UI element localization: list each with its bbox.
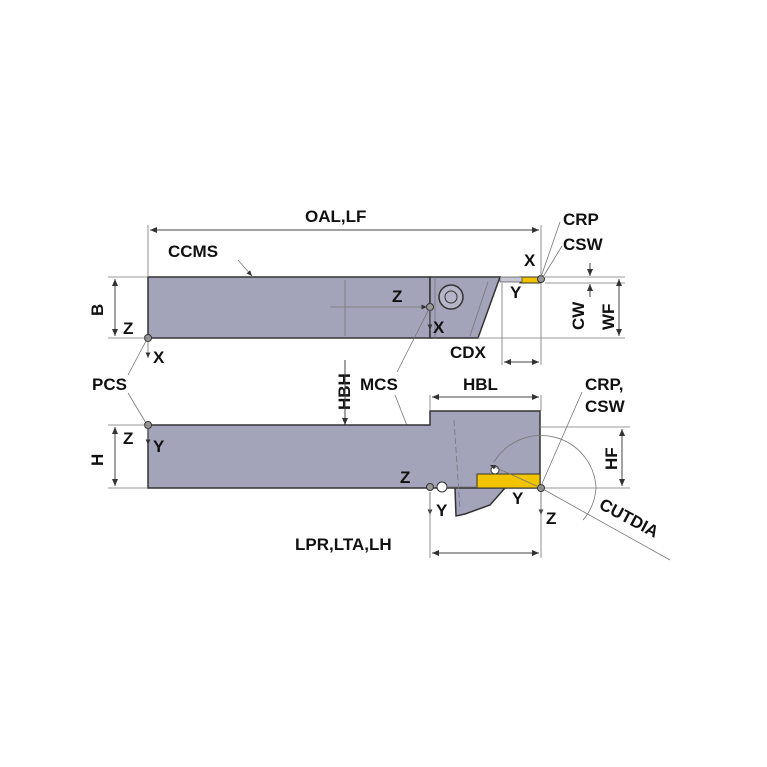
label-oal-lf: OAL,LF <box>305 207 366 226</box>
label-lpr-lta-lh: LPR,LTA,LH <box>295 535 392 554</box>
label-ccms: CCMS <box>168 242 218 261</box>
side-view: CUTDIA HBL CRP, CSW HF H Z Y Z Y Y Z LPR… <box>88 375 671 561</box>
label-cw: CW <box>569 301 588 330</box>
label-crp: CRP <box>563 210 599 229</box>
label-mcs: MCS <box>360 375 398 394</box>
label-csw-side: CSW <box>585 397 626 416</box>
head-tail <box>454 487 507 517</box>
label-z-crp-side: Z <box>546 509 556 528</box>
label-z-pcs-top: Z <box>123 319 133 338</box>
label-z-pcs-side: Z <box>123 429 133 448</box>
shank-top <box>147 276 431 339</box>
label-wf: WF <box>599 304 618 330</box>
label-z-mcs-top: Z <box>392 287 402 306</box>
label-pcs: PCS <box>92 375 127 394</box>
label-hf: HF <box>602 447 621 470</box>
insert-side <box>476 473 541 489</box>
label-y-mcs-side: Y <box>436 501 448 520</box>
label-cdx: CDX <box>450 343 487 362</box>
label-hbl: HBL <box>463 375 498 394</box>
label-y-crp-side: Y <box>512 489 524 508</box>
label-y-crp: Y <box>510 283 522 302</box>
label-b: B <box>88 304 107 316</box>
label-x-mcs-top: X <box>433 318 445 337</box>
clamp-screw-icon <box>438 284 464 310</box>
top-view: OAL,LF CCMS B Z X Z X CRP CSW X Y CW WF … <box>88 207 625 367</box>
label-csw: CSW <box>563 235 604 254</box>
mcs-point-top <box>426 303 434 311</box>
label-h: H <box>88 454 107 466</box>
insert-top <box>519 276 541 284</box>
label-crp-side: CRP, <box>585 375 623 394</box>
label-y-pcs-side: Y <box>153 437 165 456</box>
label-z-mcs-side: Z <box>400 468 410 487</box>
label-cutdia: CUTDIA <box>596 495 662 542</box>
mcs-point-side <box>426 483 434 491</box>
label-x-crp: X <box>524 251 536 270</box>
label-x-pcs-top: X <box>153 348 165 367</box>
